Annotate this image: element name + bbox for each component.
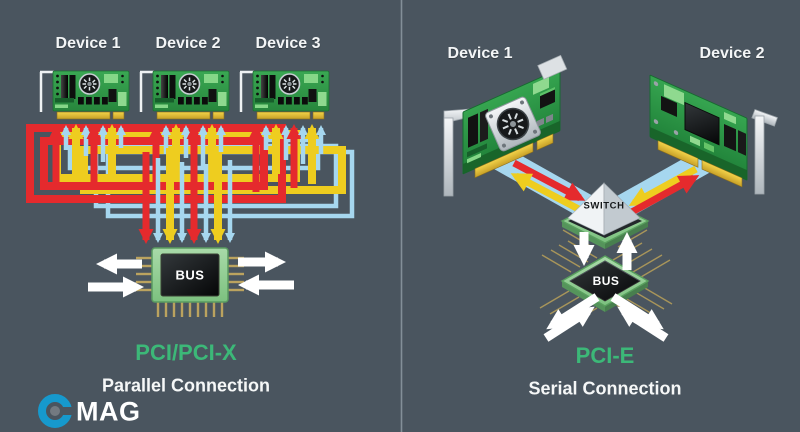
bus-lateral-arrows: [88, 251, 294, 298]
pci-card-3: [238, 69, 331, 121]
bus-downlink-arrows: [138, 148, 235, 244]
switch-label: SWITCH: [583, 200, 625, 212]
left-panel-subtitle: Parallel Connection: [101, 375, 271, 396]
right-panel-title: PCI-E: [575, 343, 635, 368]
left-device-2-label: Device 2: [155, 35, 221, 52]
left-panel-title: PCI/PCI-X: [135, 340, 237, 365]
card1-top-tab: [537, 54, 568, 80]
pcie-card-2: [649, 74, 778, 195]
card1-fan: [485, 96, 541, 152]
left-device-3-label: Device 3: [255, 35, 321, 52]
pci-card-1: [38, 69, 131, 121]
right-bus-label: BUS: [592, 274, 620, 288]
pcmag-logo-text: MAG: [76, 396, 141, 427]
logo-notch: [62, 407, 75, 415]
serial-white-arrows: [543, 232, 669, 342]
right-panel-subtitle: Serial Connection: [528, 378, 682, 399]
pcmag-logo-icon: [38, 394, 75, 428]
right-device-1-label: Device 1: [447, 45, 513, 62]
bus-chip: [136, 247, 244, 317]
serial-panel: [443, 54, 778, 342]
card1-bracket: [443, 117, 454, 197]
serial-lane-arrows: [510, 159, 700, 218]
bus-chip-pins: [136, 256, 244, 317]
right-device-2-label: Device 2: [699, 45, 765, 62]
logo-dot: [50, 406, 60, 416]
card2-bracket: [754, 115, 765, 195]
parallel-panel: [26, 69, 355, 317]
pci-card-2: [138, 69, 231, 121]
pcie-card-1: [443, 54, 568, 197]
left-bus-label: BUS: [175, 267, 205, 283]
left-device-1-label: Device 1: [55, 35, 121, 52]
